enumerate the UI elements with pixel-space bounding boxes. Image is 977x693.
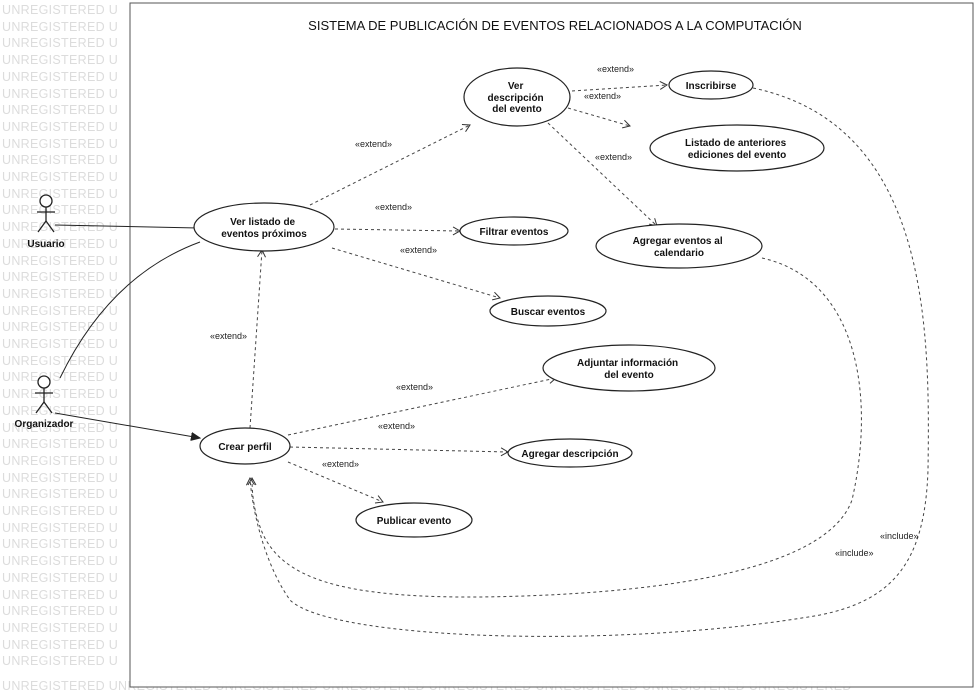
include-inscribirse-crear-perfil — [245, 87, 929, 637]
actor-name: Organizador — [15, 419, 74, 430]
use-case-label: Publicar evento — [377, 516, 451, 527]
extend-crear-perfil-adjuntar — [287, 375, 557, 436]
extend-label-buscar: «extend» — [400, 245, 437, 255]
use-case-label: Buscar eventos — [511, 307, 586, 318]
use-case-buscar[interactable]: Buscar eventos — [489, 295, 607, 327]
use-case-label: Inscribirse — [686, 81, 737, 92]
use-case-publicar[interactable]: Publicar evento — [355, 502, 473, 538]
use-case-label: Crear perfil — [218, 442, 272, 453]
actor-organizador[interactable]: Organizador — [15, 375, 74, 430]
extend-label-ver-descripcion: «extend» — [584, 91, 621, 101]
extend-ver-listado-buscar — [331, 247, 501, 301]
include-label-inscribirse: «include» — [880, 531, 919, 541]
svg-text:Filtrar eventos: Filtrar eventos — [480, 227, 549, 238]
use-case-crear-perfil[interactable]: Crear perfil — [199, 427, 291, 465]
extend-label-publicar: «extend» — [322, 459, 359, 469]
stereotype-labels: «extend» «extend» «extend» «extend» «ext… — [210, 64, 919, 558]
extend-crear-perfil-publicar — [287, 461, 384, 504]
use-case-label: Ver — [508, 81, 524, 92]
svg-text:Inscribirse: Inscribirse — [686, 81, 737, 92]
use-case-label: Agregar descripción — [521, 449, 618, 460]
use-case-label: del evento — [492, 104, 541, 115]
svg-text:Adjuntar información del: Adjuntar información del evento — [577, 358, 681, 381]
svg-text:Listado de anteriores ed: Listado de anteriores ediciones del even… — [685, 138, 789, 161]
actor-name: Usuario — [27, 239, 64, 250]
use-case-label: ediciones del evento — [688, 150, 786, 161]
use-case-agregar-descripcion[interactable]: Agregar descripción — [507, 438, 633, 468]
system-title: SISTEMA DE PUBLICACIÓN DE EVENTOS RELACI… — [308, 18, 802, 33]
use-case-agregar-calendario[interactable]: Agregar eventos al calendario — [595, 223, 763, 269]
svg-text:Ver listado de eventos p: Ver listado de eventos próximos — [221, 217, 307, 240]
extend-crear-perfil-agregar-descripcion — [289, 446, 510, 457]
svg-text:Agregar descripción: Agregar descripción — [521, 449, 618, 460]
svg-text:Buscar eventos: Buscar eventos — [511, 307, 586, 318]
assoc-organizador-crear-perfil — [54, 412, 200, 438]
extend-ver-descripcion-inscribirse — [571, 81, 669, 92]
svg-text:Ver descripción de: Ver descripción del evento — [488, 81, 547, 115]
use-case-listado-anteriores[interactable]: Listado de anteriores ediciones del even… — [649, 124, 825, 172]
extend-label-agregar-descripcion: «extend» — [378, 421, 415, 431]
stick-figure-icon — [35, 375, 53, 414]
use-case-label: Listado de anteriores — [685, 138, 787, 149]
extend-label-ver-listado-descripcion: «extend» — [355, 139, 392, 149]
assoc-usuario-ver-listado — [54, 224, 199, 229]
use-case-filtrar[interactable]: Filtrar eventos — [459, 216, 569, 246]
use-case-label: eventos próximos — [221, 229, 307, 240]
use-case-label: Agregar eventos al — [633, 236, 723, 247]
include-agregar-calendario-crear-perfil — [247, 257, 862, 598]
svg-text:Agregar eventos al calen: Agregar eventos al calendario — [633, 236, 726, 259]
svg-text:Crear perfil: Crear perfil — [218, 442, 272, 453]
extend-ver-descripcion-agregar-calendario — [547, 122, 658, 227]
connectors — [54, 81, 929, 637]
stick-figure-icon — [37, 194, 55, 233]
use-case-ver-descripcion[interactable]: Ver descripción del evento — [463, 67, 571, 127]
extend-label-crear-perfil-ver-listado: «extend» — [210, 331, 247, 341]
use-case-label: Ver listado de — [230, 217, 295, 228]
actor-usuario[interactable]: Usuario — [27, 194, 65, 250]
extend-label-inscribirse: «extend» — [597, 64, 634, 74]
extend-label-filtrar: «extend» — [375, 202, 412, 212]
use-case-label: Filtrar eventos — [480, 227, 549, 238]
use-case-label: del evento — [604, 370, 653, 381]
extend-label-adjuntar: «extend» — [396, 382, 433, 392]
extend-ver-descripcion-anteriores — [567, 107, 631, 129]
use-case-inscribirse[interactable]: Inscribirse — [668, 70, 754, 100]
use-case-label: Adjuntar información — [577, 358, 678, 369]
use-case-adjuntar[interactable]: Adjuntar información del evento — [542, 344, 716, 392]
svg-text:Publicar evento: Publicar evento — [377, 516, 451, 527]
assoc-organizador-ver-listado — [59, 241, 201, 379]
use-case-label: descripción — [488, 93, 544, 104]
use-case-ver-listado[interactable]: Ver listado de eventos próximos — [193, 202, 335, 252]
include-label-agregar-calendario: «include» — [835, 548, 874, 558]
use-case-label: calendario — [654, 248, 704, 259]
extend-label-anteriores: «extend» — [595, 152, 632, 162]
extend-ver-listado-filtrar — [334, 226, 462, 236]
